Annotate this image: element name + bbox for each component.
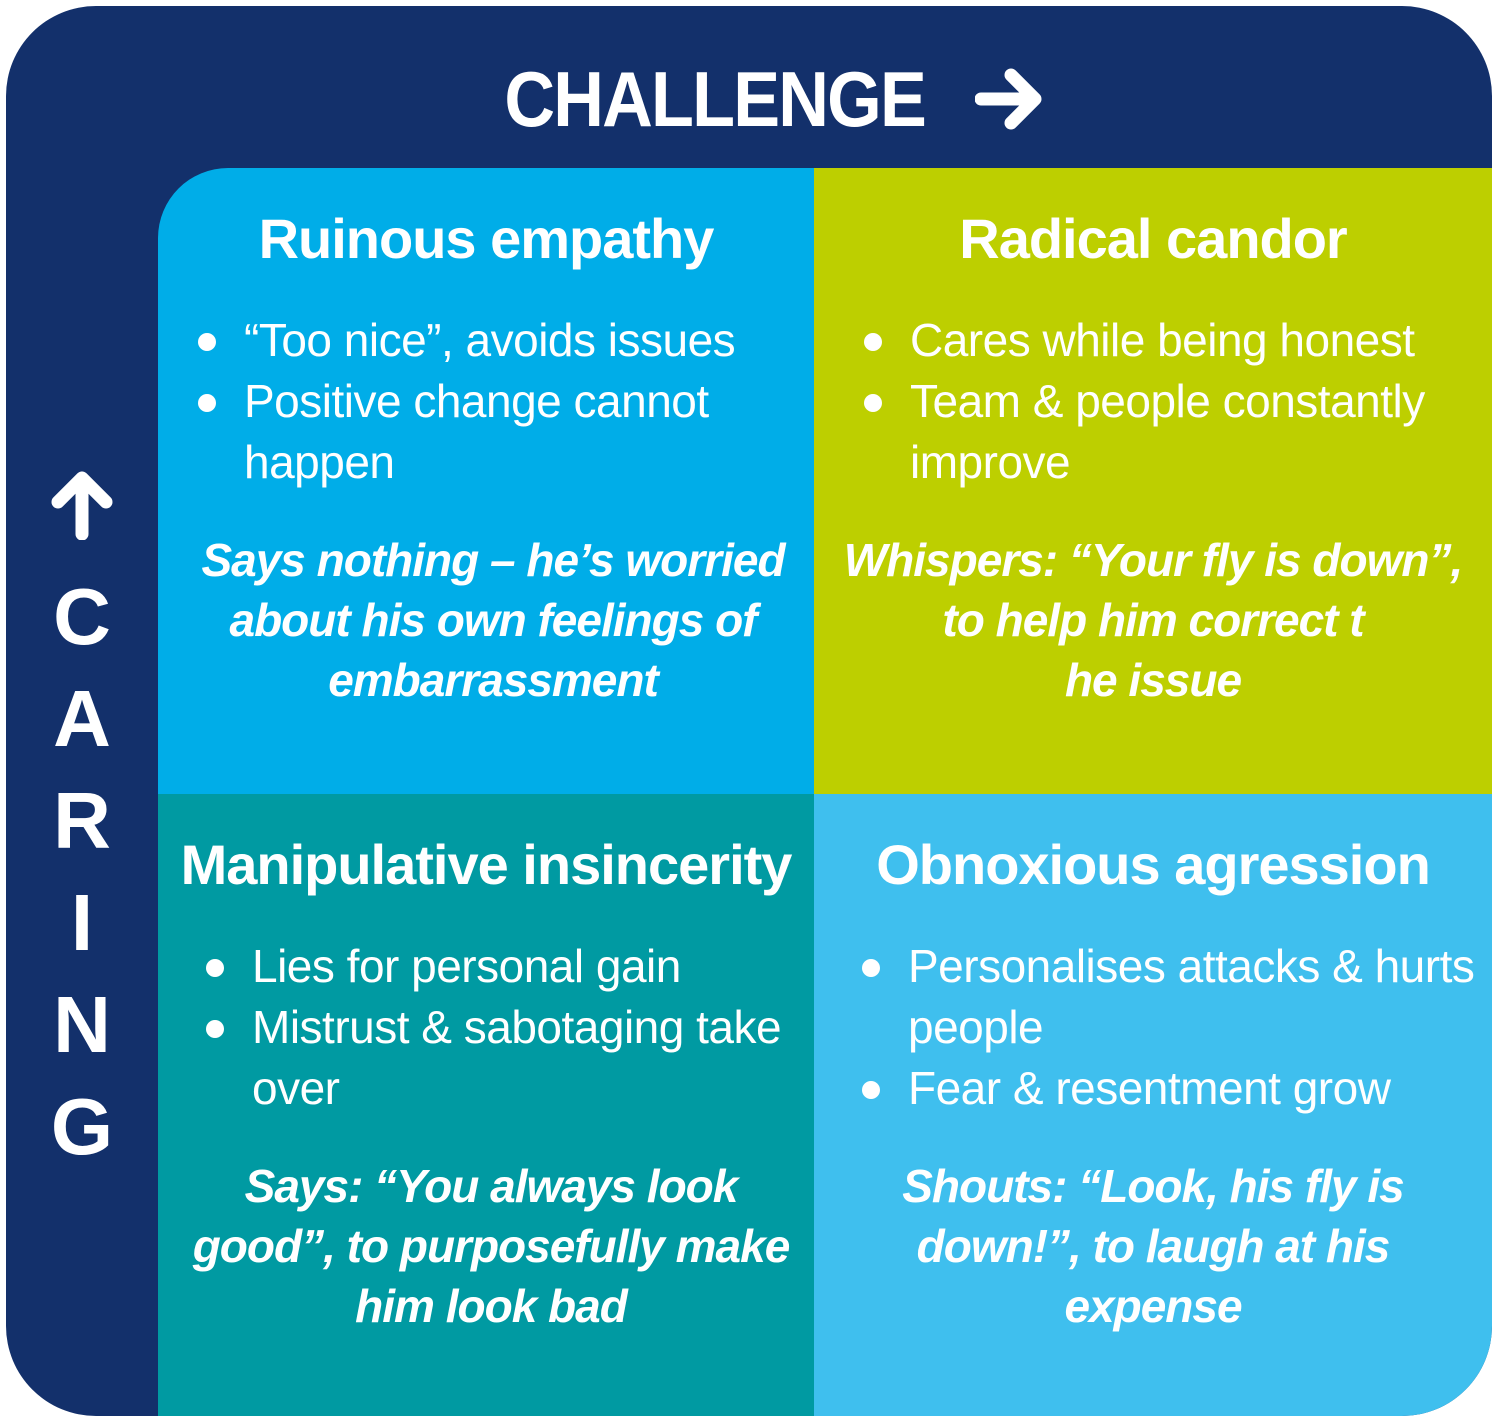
quadrant-title: Manipulative insincerity xyxy=(180,833,793,896)
caring-letter: C xyxy=(53,572,111,661)
quadrant-ruinous-empathy: Ruinous empathy “Too nice”, avoids issue… xyxy=(158,168,814,794)
bullet-item: Personalises attacks & hurts people xyxy=(858,936,1488,1058)
caring-letter: I xyxy=(70,878,94,967)
quadrant-grid: Ruinous empathy “Too nice”, avoids issue… xyxy=(158,168,1492,1416)
caring-letter: A xyxy=(53,674,111,763)
caring-axis-label: C A R I N G xyxy=(51,566,113,1178)
quadrant-bullet-list: Lies for personal gain Mistrust & sabota… xyxy=(202,936,802,1119)
bullet-item: Lies for personal gain xyxy=(202,936,802,997)
quadrant-example-quote: Whispers: “Your fly is down”, to help hi… xyxy=(843,534,1463,706)
quadrant-bullet-list: Personalises attacks & hurts people Fear… xyxy=(858,936,1488,1119)
quadrant-example-quote: Says nothing – he’s worried about his ow… xyxy=(201,534,785,706)
quadrant-bullet-list: Cares while being honest Team & people c… xyxy=(860,310,1480,493)
caring-axis: C A R I N G xyxy=(42,466,122,1178)
caring-letter: N xyxy=(53,980,111,1069)
quadrant-title: Ruinous empathy xyxy=(258,207,715,270)
quadrant-title: Obnoxious agression xyxy=(876,833,1431,896)
quadrant-radical-candor: Radical candor Cares while being honest … xyxy=(814,168,1492,794)
bullet-item: Mistrust & sabotaging take over xyxy=(202,997,802,1119)
arrow-right-icon xyxy=(974,68,1042,130)
quadrant-example-quote: Shouts: “Look, his fly is down!”, to lau… xyxy=(902,1160,1404,1332)
arrow-up-icon xyxy=(51,471,113,540)
quadrant-title: Radical candor xyxy=(959,207,1347,270)
quadrant-manipulative-insincerity: Manipulative insincerity Lies for person… xyxy=(158,794,814,1416)
diagram-frame: CHALLENGE C A R I N G Ruinous empathy “T… xyxy=(6,6,1492,1416)
quadrant-example-quote: Says: “You always look good”, to purpose… xyxy=(192,1160,791,1332)
challenge-axis-header: CHALLENGE xyxy=(6,54,1492,144)
bullet-item: Positive change cannot happen xyxy=(194,371,794,493)
bullet-item: “Too nice”, avoids issues xyxy=(194,310,794,371)
caring-letter: R xyxy=(53,776,111,865)
caring-letter: G xyxy=(50,1082,114,1171)
bullet-item: Cares while being honest xyxy=(860,310,1480,371)
bullet-item: Fear & resentment grow xyxy=(858,1058,1488,1119)
bullet-item: Team & people constantly improve xyxy=(860,371,1480,493)
quadrant-obnoxious-aggression: Obnoxious agression Personalises attacks… xyxy=(814,794,1492,1416)
challenge-axis-label: CHALLENGE xyxy=(504,55,927,143)
quadrant-bullet-list: “Too nice”, avoids issues Positive chang… xyxy=(194,310,794,493)
